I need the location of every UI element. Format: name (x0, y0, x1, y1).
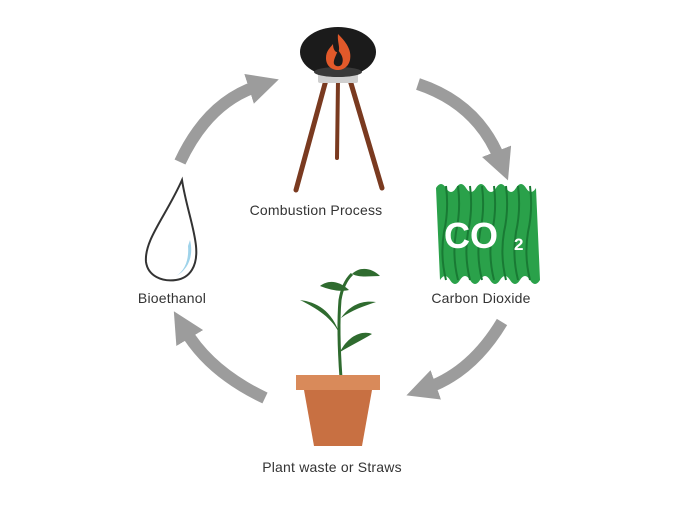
label-combustion-process: Combustion Process (249, 202, 383, 218)
arrow-co2-to-plant (406, 318, 508, 400)
co2-subscript: 2 (514, 235, 523, 254)
co2-symbol: CO (444, 215, 498, 256)
potted-plant-icon (296, 268, 380, 446)
fire-pit-tripod-icon (293, 27, 385, 193)
label-bioethanol: Bioethanol (137, 290, 207, 306)
label-plant-waste: Plant waste or Straws (262, 459, 402, 475)
arrow-plant-to-bioethanol (173, 311, 268, 404)
water-drop-icon (144, 176, 198, 282)
co2-cloud-icon: CO 2 (436, 184, 540, 284)
arrow-fire-to-co2 (416, 78, 512, 181)
arrow-bioethanol-to-fire (174, 74, 279, 165)
label-carbon-dioxide: Carbon Dioxide (431, 290, 531, 306)
